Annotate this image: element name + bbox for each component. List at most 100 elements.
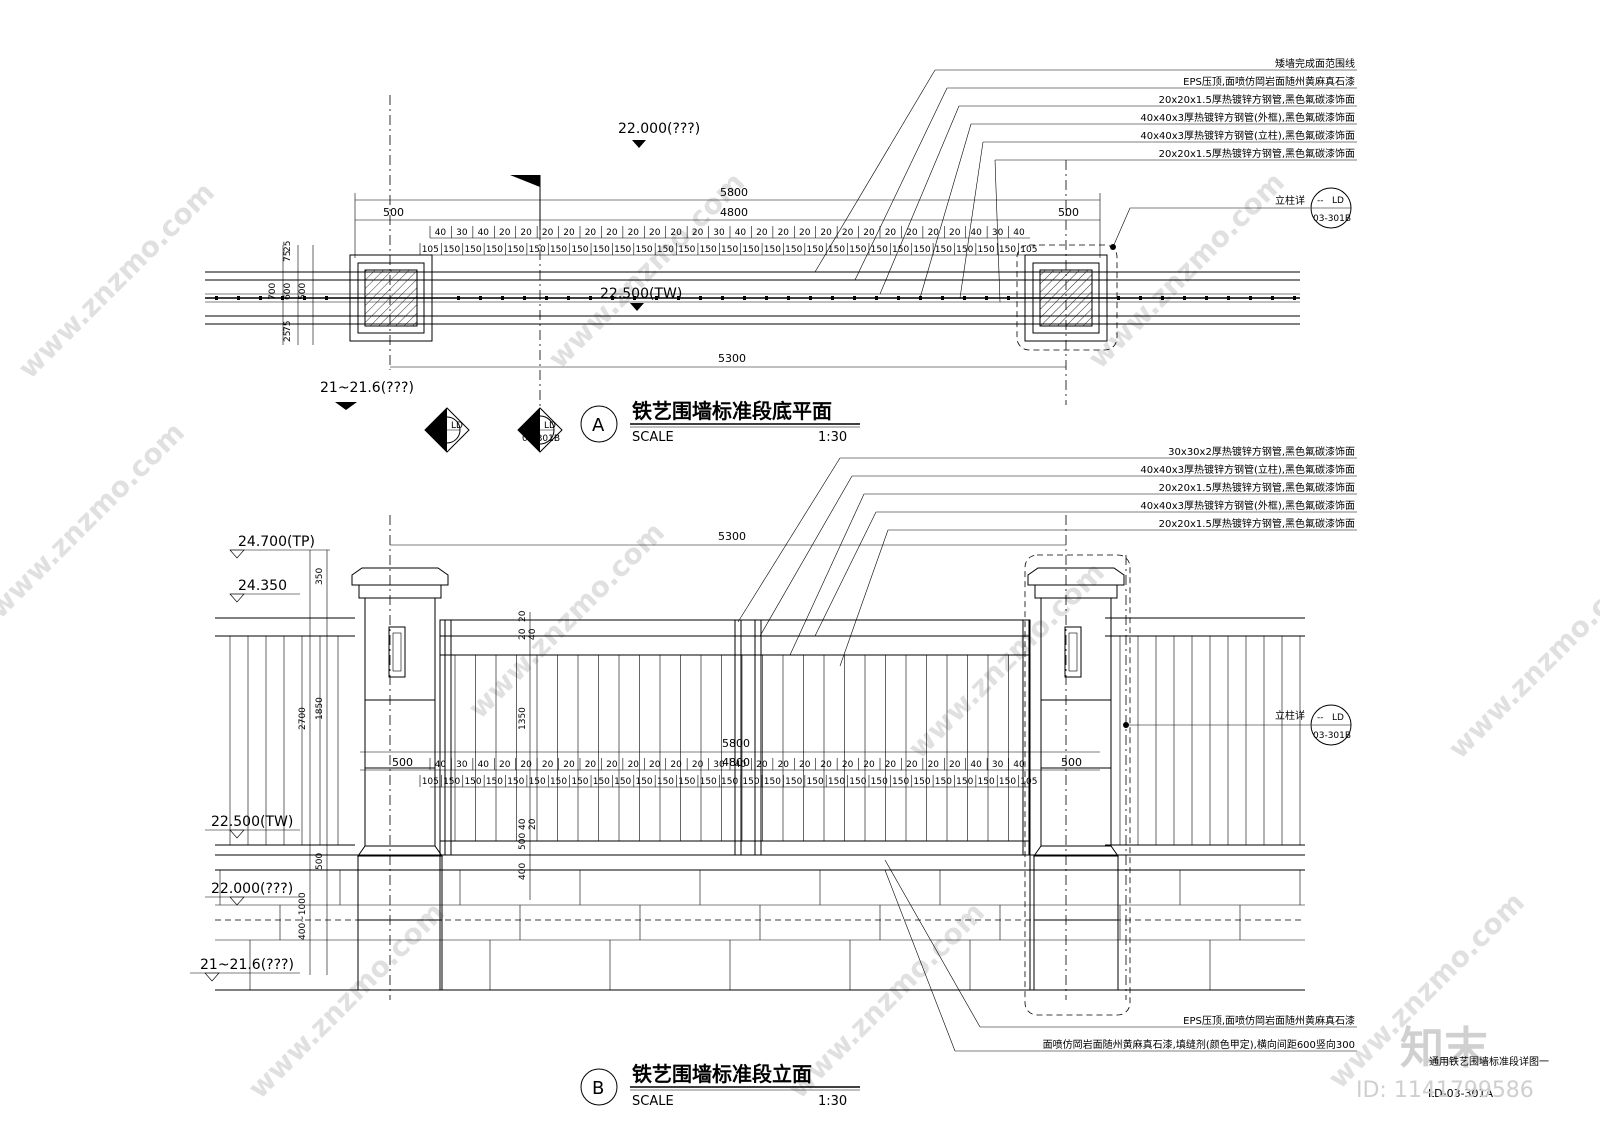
- baluster-mark: [325, 296, 328, 300]
- gap-label: 150: [785, 777, 802, 787]
- gap-label: 150: [807, 777, 824, 787]
- gap-label: 20: [842, 228, 854, 238]
- gap-label: 150: [956, 777, 973, 787]
- watermark-text: www.znzmo.com: [782, 896, 991, 1105]
- gap-label: 40: [1013, 760, 1025, 770]
- gap-label: 20: [649, 228, 661, 238]
- left-dim-label: 25: [283, 241, 293, 252]
- gap-label: 20: [649, 760, 661, 770]
- left-dim-label: 25: [283, 331, 293, 342]
- baluster-mark: [633, 296, 636, 300]
- gap-label: 20: [842, 760, 854, 770]
- gap-label: 30: [713, 760, 725, 770]
- inner-dim-label: 20: [518, 628, 528, 640]
- baluster-mark: [479, 296, 482, 300]
- leader-line: [884, 859, 981, 1028]
- gap-label: 150: [443, 777, 460, 787]
- plan-level-top: 22.000(???): [618, 121, 700, 137]
- baluster-mark: [1183, 296, 1186, 300]
- railing-bars: [444, 619, 1030, 856]
- post-inner-right: [1032, 262, 1100, 334]
- baluster-mark: [545, 296, 548, 300]
- post-detail-top: --: [1317, 196, 1324, 206]
- watermark-text: www.znzmo.com: [1442, 556, 1600, 765]
- lamp-icon: [388, 626, 406, 678]
- gap-label: 30: [992, 760, 1004, 770]
- gap-label: 20: [906, 760, 918, 770]
- gap-label: 20: [606, 228, 618, 238]
- gap-label: 150: [550, 777, 567, 787]
- level-triangle-icon: [204, 972, 220, 982]
- baluster-mark: [941, 296, 944, 300]
- gap-label: 20: [628, 760, 640, 770]
- left-dim-label: 75: [283, 251, 293, 262]
- lamp-icon: [1064, 626, 1082, 678]
- left-dim-label: 700: [268, 283, 278, 300]
- gap-label: 20: [885, 228, 897, 238]
- dim-right-500: 500: [1058, 206, 1079, 219]
- gap-label: 150: [657, 777, 674, 787]
- gap-label: 150: [785, 245, 802, 255]
- gap-label: 150: [529, 245, 546, 255]
- gap-label: 150: [614, 245, 631, 255]
- elev-level-tp: 24.700(TP): [238, 534, 315, 550]
- baluster-mark: [853, 296, 856, 300]
- gap-label: 150: [871, 245, 888, 255]
- gap-label: 40: [735, 228, 747, 238]
- gap-label: 150: [721, 245, 738, 255]
- note-text: 40x40x3厚热镀锌方钢管(立柱),黑色氟碳漆饰面: [1140, 129, 1355, 142]
- note-text: 30x30x2厚热镀锌方钢管,黑色氟碳漆饰面: [1168, 445, 1355, 458]
- post-inner-left: [357, 262, 425, 334]
- gap-label: 150: [849, 777, 866, 787]
- inner-dim-label: 20: [518, 610, 528, 622]
- gap-label: 150: [892, 777, 909, 787]
- post-core-right: [1039, 269, 1093, 327]
- gap-label: 150: [764, 777, 781, 787]
- level-triangle-icon: [229, 896, 245, 906]
- watermark-text: www.znzmo.com: [1082, 166, 1291, 375]
- baluster-mark: [1117, 296, 1120, 300]
- gap-label: 20: [949, 228, 961, 238]
- gap-label: 20: [778, 760, 790, 770]
- gap-label: 150: [742, 245, 759, 255]
- baluster-mark: [1227, 296, 1230, 300]
- post-detail-ref: 03-301B: [1313, 731, 1351, 741]
- gap-label: 150: [935, 245, 952, 255]
- dim-4800: 4800: [720, 206, 748, 219]
- gap-label: 150: [764, 245, 781, 255]
- gap-label: 40: [478, 760, 490, 770]
- gap-label: 20: [606, 760, 618, 770]
- left-dim-label: 500: [298, 283, 308, 300]
- detail-callout-box: [1024, 554, 1131, 1016]
- gap-label: 20: [670, 760, 682, 770]
- section-d-ref: 03-301B: [522, 434, 560, 444]
- watermark-text: www.znzmo.com: [12, 176, 221, 385]
- baluster-mark: [589, 296, 592, 300]
- gap-label: 20: [820, 760, 832, 770]
- gap-label: 150: [742, 777, 759, 787]
- baluster-mark: [875, 296, 878, 300]
- baluster-mark: [721, 296, 724, 300]
- plan-level-bottom: 21~21.6(???): [320, 380, 414, 396]
- baluster-mark: [1293, 296, 1296, 300]
- gap-label: 30: [713, 228, 725, 238]
- gap-label: 150: [849, 245, 866, 255]
- level-triangle-icon: [229, 593, 245, 603]
- post-outline-left: [349, 254, 433, 342]
- leader-line: [814, 69, 936, 273]
- gap-label: 20: [756, 228, 768, 238]
- view-circle-a: [580, 405, 618, 443]
- gap-label: 150: [593, 245, 610, 255]
- gap-label: 150: [678, 777, 695, 787]
- baluster-mark: [567, 296, 570, 300]
- baluster-mark: [281, 296, 284, 300]
- baluster-mark: [215, 296, 218, 300]
- gap-label: 150: [635, 777, 652, 787]
- baluster-mark: [1007, 296, 1010, 300]
- gap-label: 150: [828, 777, 845, 787]
- baluster-mark: [831, 296, 834, 300]
